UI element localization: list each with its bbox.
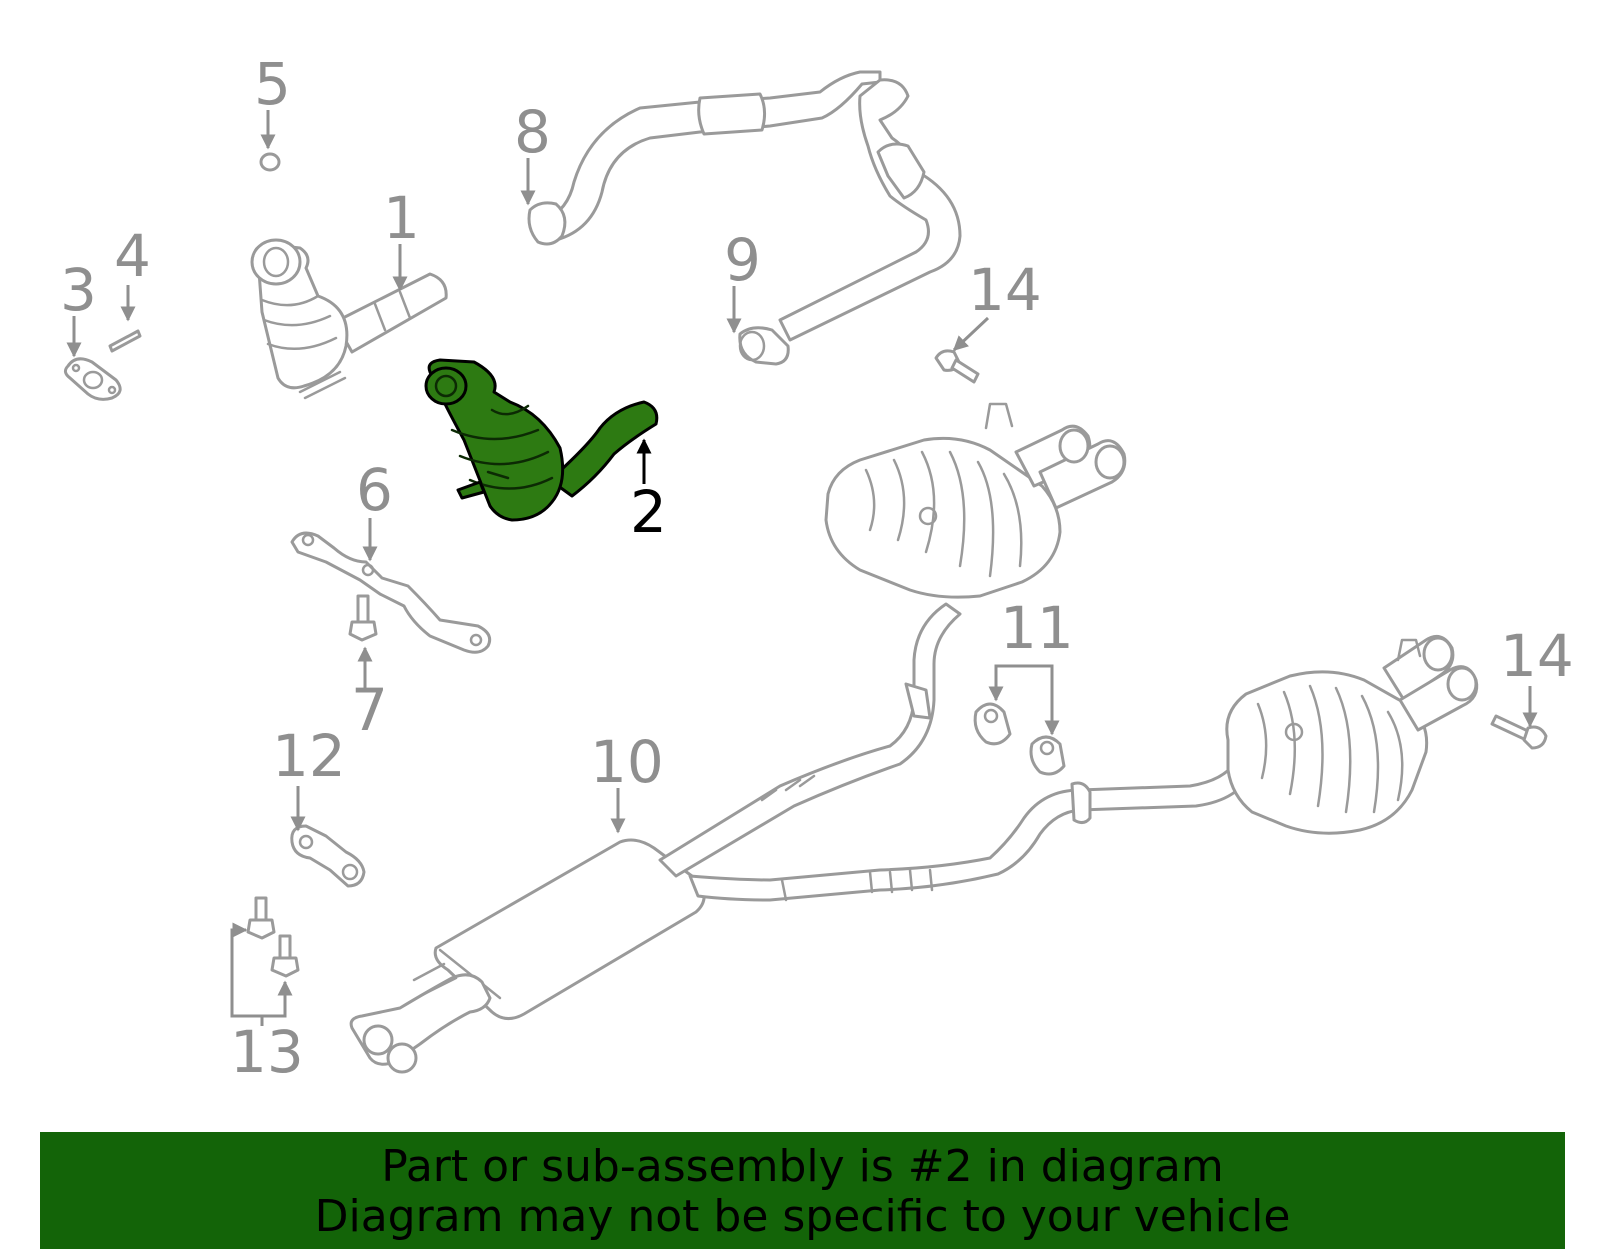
part-14-bolt-upper[interactable] (934, 349, 980, 384)
leader-14-upper (952, 316, 990, 352)
callout-4[interactable]: 4 (114, 222, 151, 290)
leader-11b (1024, 664, 1060, 736)
banner-line-2: Diagram may not be specific to your vehi… (314, 1191, 1291, 1242)
callout-2[interactable]: 2 (630, 478, 667, 546)
part-1-catalytic-converter[interactable] (250, 238, 448, 400)
callout-6[interactable]: 6 (356, 456, 393, 524)
part-6-bracket[interactable] (290, 531, 492, 654)
callout-3[interactable]: 3 (60, 256, 97, 324)
part-8-front-pipe[interactable] (527, 70, 962, 342)
part-3-gasket[interactable] (63, 357, 122, 401)
callout-1[interactable]: 1 (383, 184, 420, 252)
callout-11[interactable]: 11 (1000, 594, 1074, 662)
part-9-clamp[interactable] (738, 326, 790, 366)
callout-7[interactable]: 7 (351, 676, 388, 744)
info-banner: Part or sub-assembly is #2 in diagram Di… (40, 1132, 1565, 1249)
callout-8[interactable]: 8 (514, 98, 551, 166)
part-11-isolators[interactable] (973, 702, 1066, 776)
part-13-bolts[interactable] (246, 896, 300, 978)
callout-5[interactable]: 5 (254, 50, 291, 118)
part-2-catalytic-converter-highlighted[interactable] (424, 358, 659, 522)
banner-line-1: Part or sub-assembly is #2 in diagram (381, 1141, 1224, 1192)
callout-10[interactable]: 10 (590, 728, 664, 796)
part-10-exhaust-system[interactable] (349, 402, 1479, 1074)
leader-11a (988, 664, 1024, 702)
callout-9[interactable]: 9 (724, 226, 761, 294)
part-4-stud[interactable] (108, 329, 142, 353)
part-12-hanger[interactable] (290, 824, 366, 888)
leader-13a (230, 922, 262, 1018)
callout-14-lower[interactable]: 14 (1500, 622, 1574, 690)
part-14-bolt-lower[interactable] (1490, 714, 1548, 750)
callout-14-upper[interactable]: 14 (968, 256, 1042, 324)
leader-13b (262, 980, 293, 1018)
callout-12[interactable]: 12 (272, 722, 346, 790)
part-7-bolt[interactable] (348, 594, 378, 642)
part-5-plug[interactable] (259, 152, 281, 172)
callout-13[interactable]: 13 (230, 1018, 304, 1086)
